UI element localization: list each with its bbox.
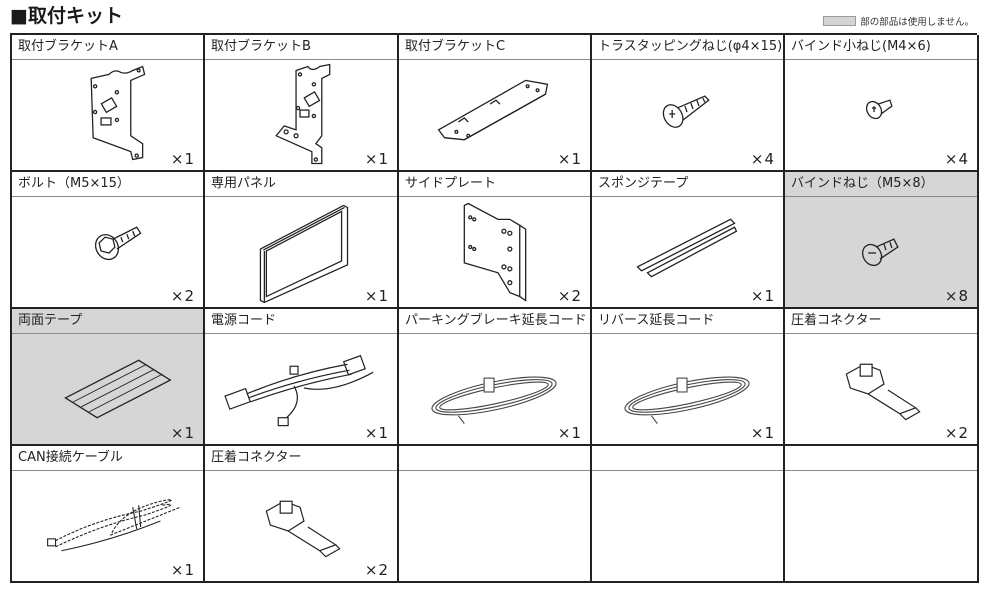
part-quantity: ×1 — [364, 287, 389, 305]
part-cell: サイドプレート ×2 — [399, 172, 592, 309]
part-cell-unused: バインドねじ（M5×8） ×8 — [785, 172, 979, 309]
part-cell-unused: 両面テープ ×1 — [12, 309, 205, 446]
coiled-cable-icon — [592, 334, 783, 444]
twisted-cable-icon — [12, 471, 203, 581]
part-name: ボルト（M5×15） — [12, 172, 203, 197]
part-cell: 取付ブラケットB ×1 — [205, 35, 399, 172]
part-cell: 取付ブラケットC ×1 — [399, 35, 592, 172]
small-screw-icon — [785, 60, 977, 170]
panel-frame-icon — [205, 197, 397, 307]
part-name — [399, 446, 590, 471]
power-cord-icon — [205, 334, 397, 444]
empty-cell — [399, 446, 592, 583]
bracket-c-icon — [399, 60, 590, 170]
crimp-connector-icon — [205, 471, 397, 581]
bolt-icon — [12, 197, 203, 307]
part-name: サイドプレート — [399, 172, 590, 197]
part-quantity: ×4 — [750, 150, 775, 168]
part-cell: 圧着コネクター ×2 — [785, 309, 979, 446]
part-cell: CAN接続ケーブル ×1 — [12, 446, 205, 583]
part-quantity: ×2 — [364, 561, 389, 579]
part-cell: 圧着コネクター ×2 — [205, 446, 399, 583]
tapping-screw-icon — [592, 60, 783, 170]
part-quantity: ×1 — [750, 424, 775, 442]
part-name: 圧着コネクター — [785, 309, 977, 334]
part-cell: トラスタッピングねじ(φ4×15) ×4 — [592, 35, 785, 172]
parts-table: 取付ブラケットA ×1 取付ブラケットB — [10, 33, 979, 583]
part-quantity: ×1 — [170, 424, 195, 442]
part-quantity: ×1 — [557, 150, 582, 168]
part-cell: リバース延長コード ×1 — [592, 309, 785, 446]
page-title: ■取付キット — [10, 5, 123, 27]
part-quantity: ×1 — [364, 150, 389, 168]
unused-legend-swatch — [823, 16, 857, 26]
part-name: 取付ブラケットC — [399, 35, 590, 60]
part-quantity: ×1 — [170, 150, 195, 168]
part-quantity: ×2 — [557, 287, 582, 305]
crimp-connector-icon — [785, 334, 977, 444]
part-quantity: ×1 — [750, 287, 775, 305]
part-cell: 専用パネル ×1 — [205, 172, 399, 309]
empty-cell — [785, 446, 979, 583]
part-name: 取付ブラケットA — [12, 35, 203, 60]
part-name: スポンジテープ — [592, 172, 783, 197]
part-name — [592, 446, 783, 471]
sponge-tape-icon — [592, 197, 783, 307]
part-name: 電源コード — [205, 309, 397, 334]
double-sided-tape-icon — [12, 334, 203, 444]
part-quantity: ×8 — [944, 287, 969, 305]
part-name: 取付ブラケットB — [205, 35, 397, 60]
part-quantity: ×4 — [944, 150, 969, 168]
part-name: 専用パネル — [205, 172, 397, 197]
part-cell: パーキングブレーキ延長コード ×1 — [399, 309, 592, 446]
part-name: CAN接続ケーブル — [12, 446, 203, 471]
part-cell: 取付ブラケットA ×1 — [12, 35, 205, 172]
part-quantity: ×2 — [170, 287, 195, 305]
part-name — [785, 446, 977, 471]
part-name: 両面テープ — [12, 309, 203, 334]
part-name: バインドねじ（M5×8） — [785, 172, 977, 197]
unused-legend-text: 部の部品は使用しません。 — [860, 17, 974, 28]
part-name: 圧着コネクター — [205, 446, 397, 471]
part-cell: スポンジテープ ×1 — [592, 172, 785, 309]
bracket-a-icon — [12, 60, 203, 170]
part-name: パーキングブレーキ延長コード — [399, 309, 590, 334]
part-cell: ボルト（M5×15） ×2 — [12, 172, 205, 309]
part-quantity: ×1 — [557, 424, 582, 442]
part-name: バインド小ねじ(M4×6) — [785, 35, 977, 60]
bracket-b-icon — [205, 60, 397, 170]
part-name: トラスタッピングねじ(φ4×15) — [592, 35, 783, 60]
part-cell: 電源コード ×1 — [205, 309, 399, 446]
bind-screw-icon — [785, 197, 977, 307]
part-quantity: ×2 — [944, 424, 969, 442]
part-quantity: ×1 — [364, 424, 389, 442]
part-name: リバース延長コード — [592, 309, 783, 334]
part-cell: バインド小ねじ(M4×6) ×4 — [785, 35, 979, 172]
coiled-cable-icon — [399, 334, 590, 444]
side-plate-icon — [399, 197, 590, 307]
empty-cell — [592, 446, 785, 583]
part-quantity: ×1 — [170, 561, 195, 579]
unused-legend: 部の部品は使用しません。 — [823, 14, 974, 28]
